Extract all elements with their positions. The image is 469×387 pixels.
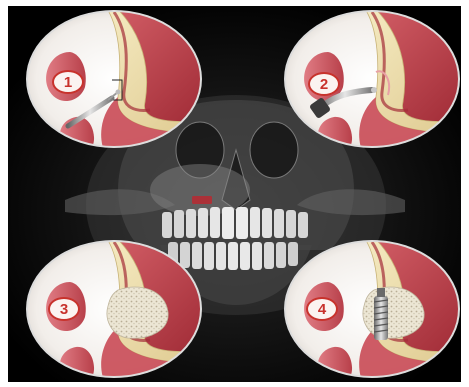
step-3-badge: 3 [48,297,80,321]
bone-graft-icon [107,287,168,338]
step-2-badge: 2 [308,72,340,96]
step-1-badge: 1 [52,70,84,94]
step-4-badge: 4 [306,297,338,321]
lower-teeth [168,242,298,270]
